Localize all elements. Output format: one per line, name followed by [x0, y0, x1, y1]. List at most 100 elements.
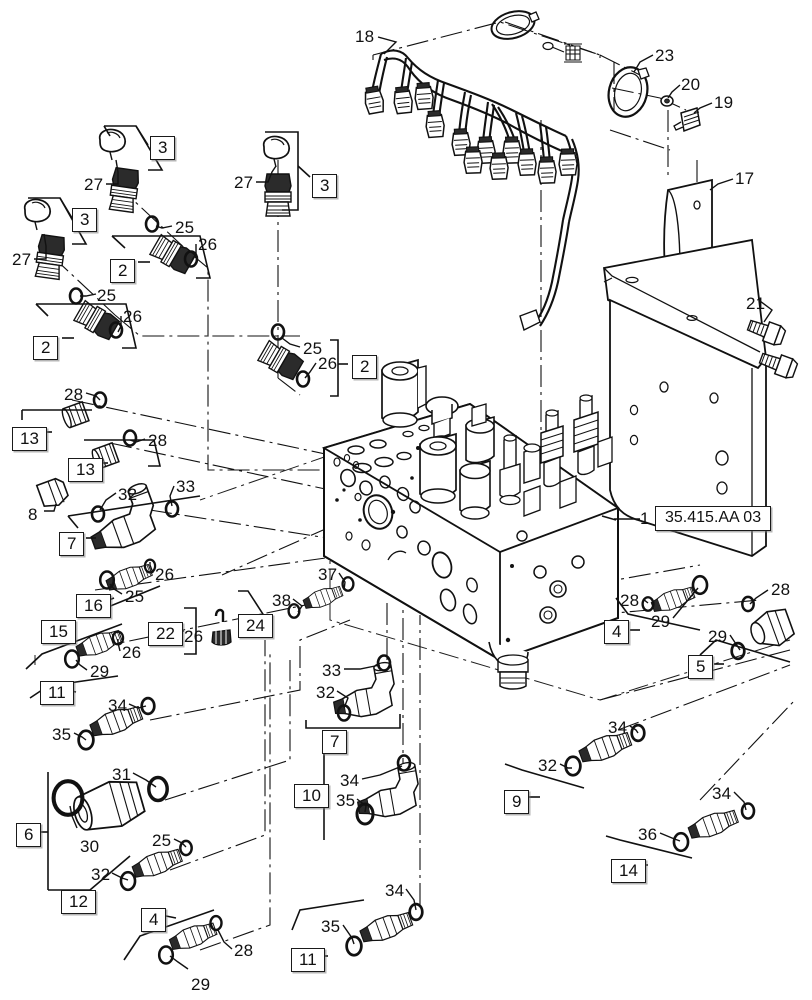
mounting-bracket-17: [603, 178, 767, 557]
boxed-callout-3[interactable]: 3: [72, 208, 98, 232]
callout-26: 26: [123, 307, 143, 326]
boxed-callout-3[interactable]: 3: [150, 136, 176, 160]
cross-reference-box[interactable]: 35.415.AA 03: [655, 506, 772, 531]
callout-28: 28: [234, 941, 254, 960]
callout-21: 21: [746, 294, 766, 313]
callout-32: 32: [316, 683, 336, 702]
callout-25: 25: [125, 587, 145, 606]
callout-8: 8: [28, 505, 38, 524]
callout-32: 32: [118, 485, 138, 504]
boxed-callout-2[interactable]: 2: [110, 259, 136, 283]
callout-33: 33: [176, 477, 196, 496]
callout-18: 18: [355, 27, 375, 46]
fitting-4b: [641, 574, 709, 616]
nut-20: [660, 95, 674, 107]
callout-25: 25: [303, 339, 323, 358]
boxed-callout-5[interactable]: 5: [688, 655, 714, 679]
callout-35: 35: [52, 725, 72, 744]
callout-34: 34: [340, 771, 360, 790]
flange-bolt-21: [746, 319, 799, 379]
callout-29: 29: [191, 975, 211, 994]
boxed-callout-6[interactable]: 6: [16, 823, 42, 847]
callout-26: 26: [155, 565, 175, 584]
boxed-callout-11[interactable]: 11: [291, 948, 325, 972]
solenoid-valve-a: [381, 358, 427, 428]
pressure-valve-g: [573, 394, 599, 476]
callout-20: 20: [681, 75, 701, 94]
callout-30: 30: [80, 837, 100, 856]
boxed-callout-12[interactable]: 12: [61, 890, 96, 914]
boxed-callout-15[interactable]: 15: [41, 620, 76, 644]
coil-assembly-group-3: [256, 135, 311, 388]
boxed-callout-4[interactable]: 4: [604, 620, 630, 644]
boxed-callout-16[interactable]: 16: [76, 594, 111, 618]
boxed-callout-7[interactable]: 7: [322, 730, 348, 754]
boxed-callout-3[interactable]: 3: [312, 174, 338, 198]
callout-25: 25: [97, 286, 117, 305]
fitting-14: [672, 802, 756, 853]
orifice-plug-22: [211, 608, 232, 646]
valve-manifold-block-1: [321, 358, 620, 690]
callout-28: 28: [620, 591, 640, 610]
callout-34: 34: [608, 718, 628, 737]
callout-25: 25: [152, 831, 172, 850]
callout-35: 35: [321, 917, 341, 936]
boxed-callout-11[interactable]: 11: [40, 681, 74, 705]
cartridge-valves: [499, 434, 541, 506]
callout-28: 28: [64, 385, 84, 404]
boxed-callout-2[interactable]: 2: [33, 336, 59, 360]
callout-27: 27: [234, 173, 254, 192]
fitting-9: [564, 723, 646, 777]
harness-hardware-detail: [490, 10, 582, 63]
solenoid-valve-d: [465, 403, 495, 464]
side-blocks: [523, 436, 613, 517]
clip-bracket-19: [673, 107, 701, 133]
callout-36: 36: [638, 825, 658, 844]
elbow-fitting-10: [351, 754, 424, 826]
callout-25: 25: [175, 218, 195, 237]
callout-34: 34: [385, 881, 405, 900]
callout-26: 26: [184, 627, 204, 646]
boxed-callout-2[interactable]: 2: [352, 355, 378, 379]
boxed-callout-14[interactable]: 14: [611, 859, 646, 883]
boxed-callout-22[interactable]: 22: [148, 622, 183, 646]
pressure-valve-f: [540, 409, 564, 488]
boxed-callout-24[interactable]: 24: [238, 614, 273, 638]
callout-27: 27: [84, 175, 104, 194]
callout-32: 32: [538, 756, 558, 775]
callout-29: 29: [90, 662, 110, 681]
callout-28: 28: [148, 431, 168, 450]
callout-27: 27: [12, 250, 32, 269]
callout-37: 37: [318, 565, 338, 584]
boxed-callout-9[interactable]: 9: [504, 790, 530, 814]
fitting-6: [54, 775, 169, 831]
callout-23: 23: [655, 46, 675, 65]
callout-33: 33: [322, 661, 342, 680]
callout-32: 32: [91, 865, 111, 884]
callout-34: 34: [108, 696, 128, 715]
callout-29: 29: [651, 612, 671, 631]
fitting-5: [730, 595, 796, 661]
callout-19: 19: [714, 93, 734, 112]
callout-26: 26: [198, 235, 218, 254]
callout-38: 38: [272, 591, 292, 610]
wiring-harness-18: [362, 49, 580, 332]
coil-assembly-group-1: [98, 128, 199, 276]
boxed-callout-7[interactable]: 7: [59, 532, 85, 556]
cap-nut-8: [35, 477, 69, 508]
outlet-fitting: [488, 641, 529, 690]
callout-34: 34: [712, 784, 732, 803]
boxed-callout-13[interactable]: 13: [12, 427, 47, 451]
boxed-callout-4[interactable]: 4: [141, 908, 167, 932]
fitting-11b: [345, 902, 424, 957]
boxed-callout-10[interactable]: 10: [294, 784, 329, 808]
callout-31: 31: [112, 765, 132, 784]
cable-tie-23: [607, 66, 650, 118]
fitting-4a: [157, 914, 223, 965]
callout-1: 1: [640, 509, 650, 528]
boxed-callout-13[interactable]: 13: [68, 458, 103, 482]
callout-28: 28: [771, 580, 791, 599]
callout-26: 26: [318, 354, 338, 373]
